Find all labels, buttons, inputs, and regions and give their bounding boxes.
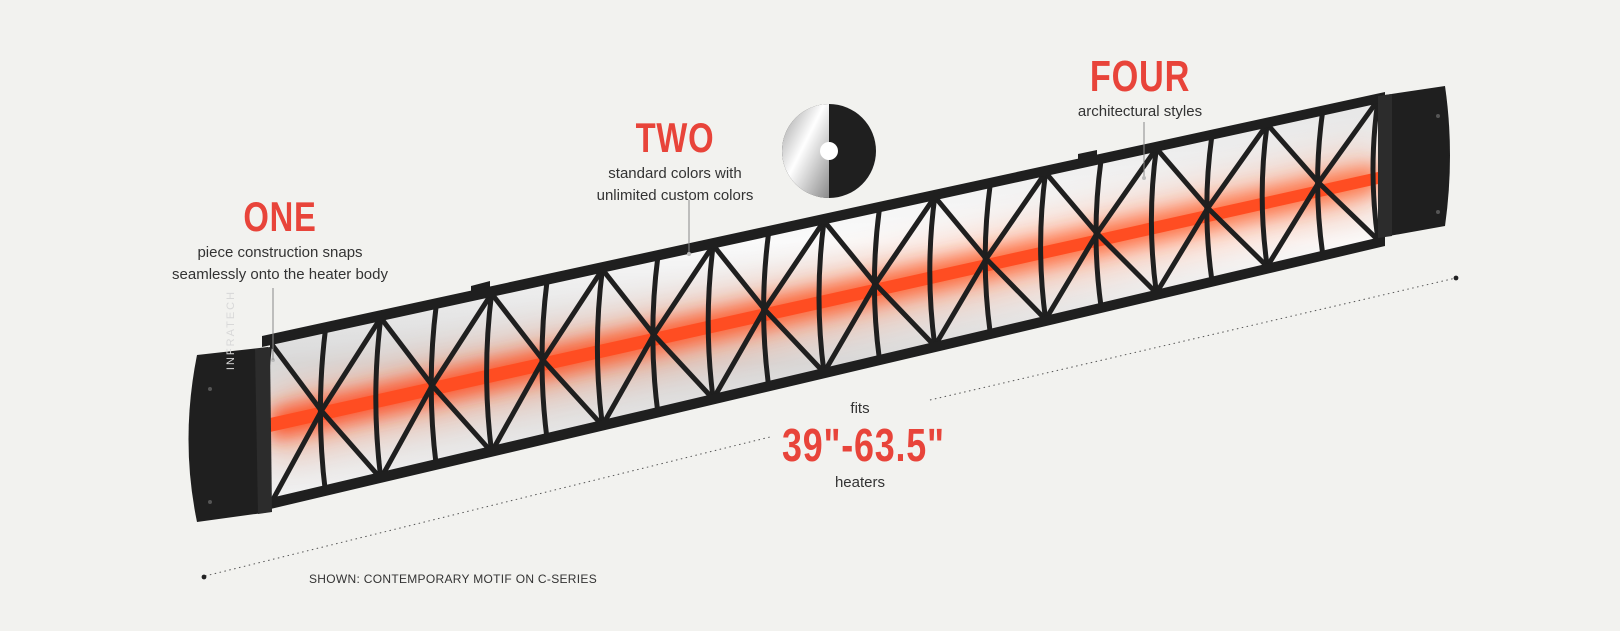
callout-fits-post: heaters (834, 474, 886, 491)
left-end-cap (188, 347, 270, 522)
caption-text: SHOWN: CONTEMPORARY MOTIF ON C-SERIES (309, 572, 598, 586)
callout-one-line-1: piece construction snaps (197, 244, 363, 261)
callout-one: ONE piece construction snaps seamlessly … (140, 196, 420, 286)
callout-one-headline: ONE (243, 193, 317, 240)
brand-logo-text: INFRATECH (225, 289, 237, 371)
leader-lines (272, 122, 1145, 360)
callout-two-line-1: standard colors with (608, 165, 742, 182)
callout-one-line-2: seamlessly onto the heater body (172, 266, 388, 283)
right-end-cap (1378, 86, 1450, 238)
dimension-line (201, 275, 1459, 580)
callout-two: TWO standard colors with unlimited custo… (570, 117, 780, 207)
frame-rails (262, 92, 1385, 511)
color-swatch-disc (782, 104, 876, 198)
callout-two-headline: TWO (635, 114, 715, 161)
grille-pattern (270, 100, 1378, 505)
callout-four-headline: FOUR (1089, 52, 1191, 101)
callout-fits: fits 39"-63.5" heaters (760, 400, 960, 492)
callout-fits-headline: 39"-63.5" (782, 419, 945, 471)
callout-four: FOUR architectural styles (1030, 55, 1250, 123)
callout-four-line-1: architectural styles (1077, 103, 1203, 120)
callout-two-line-2: unlimited custom colors (596, 187, 754, 204)
callout-fits-pre: fits (850, 400, 870, 417)
